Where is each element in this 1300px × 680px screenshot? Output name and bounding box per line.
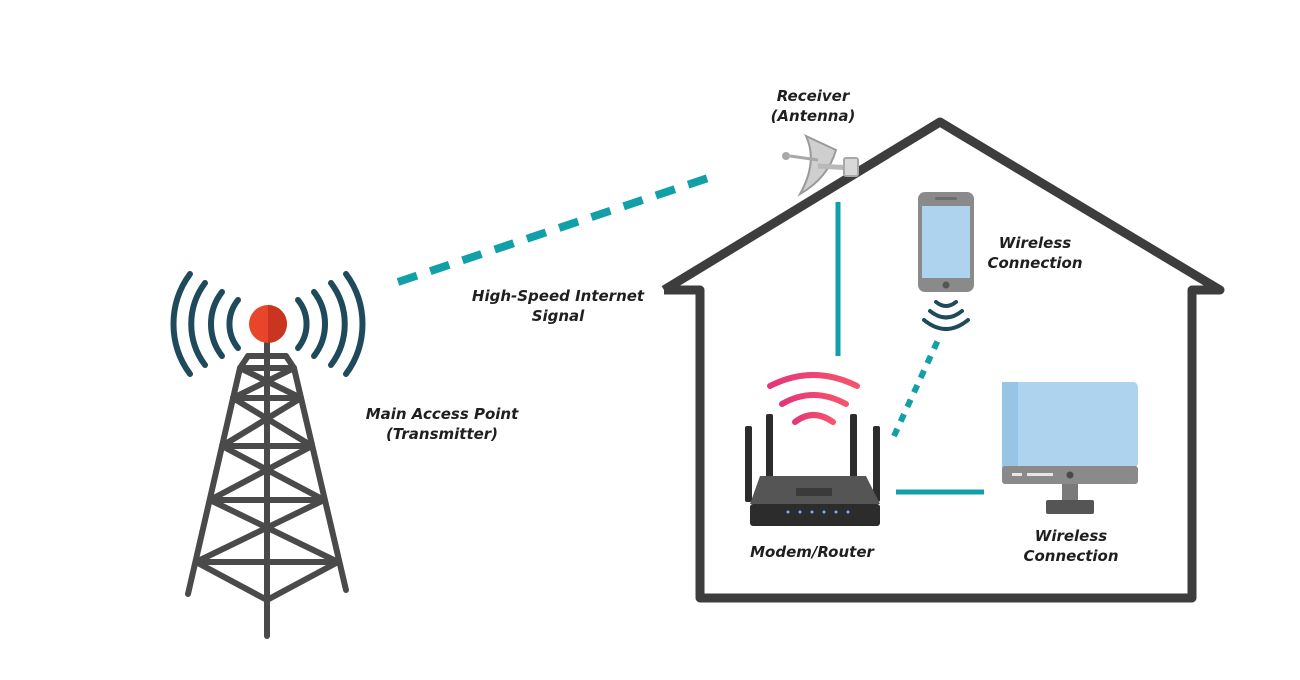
cell-tower-icon [185,341,349,639]
phone-wireless-link [891,338,941,438]
broadcast-waves-icon [170,271,366,377]
signal-beam [396,170,722,286]
satellite-dish-icon [782,133,859,197]
phone-connection-label: Wireless Connection [987,234,1083,272]
monitor-connection-label: Wireless Connection [1023,527,1119,565]
house-outline-icon [661,117,1225,603]
access-point-label: Main Access Point (Transmitter) [365,405,519,443]
smartphone-icon [918,192,974,292]
router-label: Modem/Router [750,543,874,561]
receiver-label: Receiver (Antenna) [770,87,856,125]
desktop-monitor-icon [1002,382,1138,514]
wifi-router-icon [745,414,880,526]
beacon-light-icon [249,305,287,343]
wifi-waves-icon [767,372,860,425]
phone-signal-waves-icon [922,300,970,331]
signal-label: High-Speed Internet Signal [471,287,645,325]
